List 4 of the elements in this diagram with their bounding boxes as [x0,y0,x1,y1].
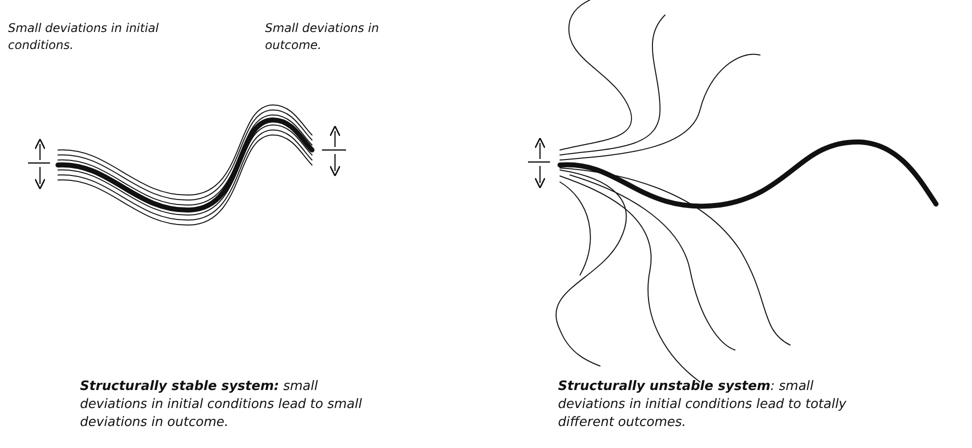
caption-text: Structurally unstable system: small deviations in initial conditions lead to totally different outcomes. [558,378,848,432]
annotation-text: Small deviations in outcome. [265,20,380,54]
caption-text: Structurally stable system: small deviations in initial conditions lead to small deviations in outcome. [80,378,363,432]
annotation-text: Small deviations in initial conditions. [8,20,160,54]
